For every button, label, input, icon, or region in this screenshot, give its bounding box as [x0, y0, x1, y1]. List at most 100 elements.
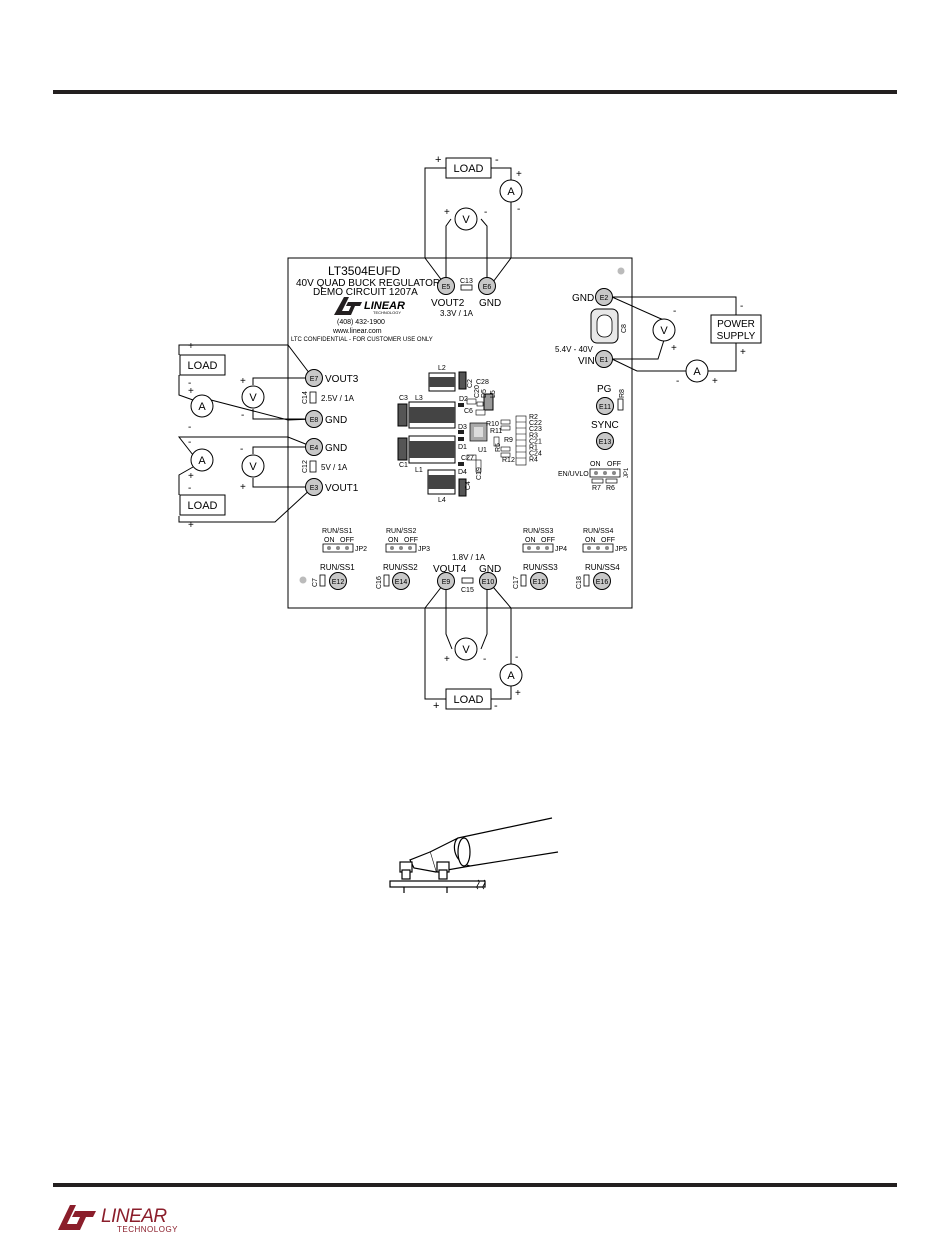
svg-text:E15: E15	[533, 579, 546, 586]
svg-text:C16: C16	[376, 576, 383, 589]
svg-text:+: +	[433, 700, 439, 712]
rc-stack-label: C23	[529, 426, 542, 433]
svg-text:-: -	[676, 376, 679, 387]
svg-text:D4: D4	[458, 469, 467, 476]
board-logo-sub: TECHNOLOGY	[373, 310, 401, 315]
svg-text:C6: C6	[464, 408, 473, 415]
svg-text:RUN/SS1: RUN/SS1	[320, 563, 355, 572]
ammeter-icon	[190, 448, 214, 472]
svg-text:D2: D2	[459, 396, 468, 403]
svg-text:ON: ON	[525, 537, 536, 544]
svg-text:R5: R5	[495, 443, 502, 452]
svg-text:-: -	[673, 306, 676, 317]
rc-stack-label: R3	[529, 432, 538, 439]
svg-text:A: A	[198, 455, 206, 467]
capacitor-c16	[383, 574, 390, 587]
mounting-hole	[299, 576, 307, 584]
svg-text:-: -	[241, 410, 244, 421]
svg-text:D3: D3	[458, 424, 467, 431]
voltmeter-icon	[241, 454, 265, 478]
svg-text:+: +	[188, 341, 194, 352]
svg-text:C13: C13	[460, 278, 473, 285]
capacitor-c14	[309, 391, 317, 404]
svg-text:+: +	[188, 520, 194, 531]
vout2-label: VOUT2	[431, 298, 465, 309]
svg-text:RUN/SS2: RUN/SS2	[383, 563, 418, 572]
board-title-line1: 40V QUAD BUCK REGULATOR	[296, 278, 440, 289]
load-box	[179, 494, 226, 516]
svg-text:D5: D5	[481, 389, 488, 398]
board-title-line2: DEMO CIRCUIT 1207A	[313, 287, 418, 298]
terminal-e10: E10	[479, 572, 497, 590]
svg-text:JP5: JP5	[615, 546, 627, 553]
svg-text:R10: R10	[486, 421, 499, 428]
scope-probe-illustration	[389, 817, 559, 893]
vout2-rating: 3.3V / 1A	[440, 309, 474, 318]
svg-text:RUN/SS3: RUN/SS3	[523, 528, 553, 535]
jumper-jp1	[589, 468, 621, 478]
svg-text:-: -	[484, 207, 487, 218]
svg-text:C18: C18	[576, 576, 583, 589]
svg-text:-: -	[740, 301, 743, 312]
svg-text:JP1: JP1	[624, 467, 630, 478]
svg-text:-: -	[188, 378, 191, 389]
svg-text:ON: ON	[585, 537, 596, 544]
svg-text:A: A	[507, 670, 515, 682]
svg-text:E13: E13	[599, 439, 612, 446]
board-part-number: LT3504EUFD	[328, 264, 401, 278]
terminal-e15: E15	[530, 572, 548, 590]
svg-text:RUN/SS4: RUN/SS4	[585, 563, 620, 572]
capacitor-c15	[461, 577, 474, 584]
vout1-rating: 5V / 1A	[321, 463, 348, 472]
capacitor-c18	[583, 574, 590, 587]
svg-text:E16: E16	[596, 579, 609, 586]
ammeter-icon	[190, 394, 214, 418]
resistor-r8	[617, 398, 624, 411]
svg-text:A: A	[198, 401, 206, 413]
svg-text:E2: E2	[600, 295, 609, 302]
capacitor-c17	[520, 574, 527, 587]
svg-text:+: +	[671, 343, 677, 354]
jumper-jp5	[582, 543, 614, 553]
svg-text:U1: U1	[478, 447, 487, 454]
terminal-e16: E16	[593, 572, 611, 590]
svg-text:+: +	[444, 654, 450, 665]
svg-text:L1: L1	[415, 467, 423, 474]
svg-text:JP3: JP3	[418, 546, 430, 553]
svg-text:POWER: POWER	[717, 319, 755, 330]
board-phone: (408) 432-1900	[337, 319, 385, 326]
terminal-e11: E11	[596, 397, 614, 415]
vout4-label: VOUT4	[433, 564, 467, 575]
svg-text:E12: E12	[332, 579, 345, 586]
terminal-e7: E7	[305, 369, 323, 387]
vout1-label: VOUT1	[325, 483, 359, 494]
svg-text:E4: E4	[310, 445, 319, 452]
svg-text:LOAD: LOAD	[454, 694, 484, 706]
svg-text:V: V	[660, 325, 668, 337]
svg-text:JP4: JP4	[555, 546, 567, 553]
svg-text:C8: C8	[621, 324, 628, 333]
svg-text:+: +	[240, 482, 246, 493]
load-label: LOAD	[454, 163, 484, 175]
voltmeter-icon	[241, 385, 265, 409]
svg-text:-: -	[495, 154, 499, 166]
jumper-jp4	[522, 543, 554, 553]
en-uvlo-label: EN/UVLO	[558, 471, 589, 478]
svg-text:-: -	[240, 444, 243, 455]
mounting-hole	[617, 267, 625, 275]
vin-range: 5.4V - 40V	[555, 345, 593, 354]
load-box	[445, 157, 492, 179]
svg-text:L5: L5	[490, 390, 497, 398]
capacitor-c12	[309, 460, 317, 473]
vout4-rating: 1.8V / 1A	[452, 553, 486, 562]
vin-label: VIN	[578, 356, 595, 367]
rc-stack-label: R4	[529, 457, 538, 464]
svg-text:E3: E3	[310, 485, 319, 492]
svg-text:C7: C7	[312, 578, 319, 587]
svg-text:RUN/SS4: RUN/SS4	[583, 528, 613, 535]
load-box	[179, 354, 226, 376]
svg-text:D1: D1	[458, 444, 467, 451]
svg-text:ON: ON	[324, 537, 335, 544]
